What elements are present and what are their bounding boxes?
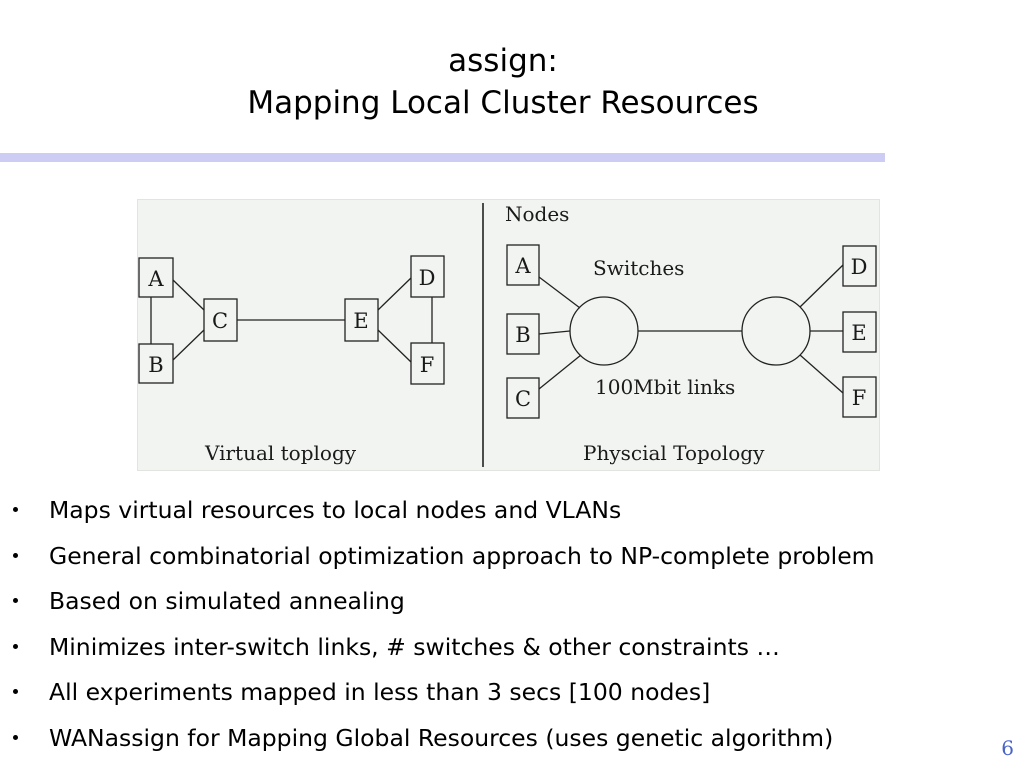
physical-switch-left bbox=[569, 296, 639, 366]
topology-svg: A B C D E F A B C D E F Nodes Switches 1… bbox=[138, 202, 877, 467]
bullet-text: All experiments mapped in less than 3 se… bbox=[49, 678, 711, 707]
physical-node-f-box bbox=[842, 376, 877, 418]
virtual-node-c-label: C bbox=[212, 309, 228, 333]
bullet-item: Minimizes inter-switch links, # switches… bbox=[0, 627, 1024, 673]
bullet-item: All experiments mapped in less than 3 se… bbox=[0, 672, 1024, 718]
physical-link-c-switch bbox=[538, 354, 582, 390]
virtual-link-e-d bbox=[377, 277, 412, 311]
physical-node-d-box bbox=[842, 245, 877, 287]
bullet-item: General combinatorial optimization appro… bbox=[0, 536, 1024, 582]
bullet-dot-icon bbox=[13, 598, 18, 604]
physical-node-c-label: C bbox=[515, 387, 531, 411]
bullet-dot-icon bbox=[13, 734, 18, 740]
page-number: 6 bbox=[1001, 736, 1014, 760]
bullet-dot-icon bbox=[13, 507, 18, 512]
physical-node-f-label: F bbox=[852, 386, 867, 410]
bullet-dot-icon bbox=[13, 552, 18, 558]
slide-title: assign: Mapping Local Cluster Resources bbox=[0, 40, 1006, 124]
physical-node-a-label: A bbox=[514, 254, 531, 278]
bullet-item: WANassign for Mapping Global Resources (… bbox=[0, 718, 1024, 764]
bullet-list: Maps virtual resources to local nodes an… bbox=[0, 490, 1024, 764]
physical-node-d-label: D bbox=[851, 255, 868, 279]
bullet-text: Minimizes inter-switch links, # switches… bbox=[49, 632, 780, 661]
physical-node-e-box bbox=[842, 311, 877, 353]
physical-switches-label: Switches bbox=[593, 256, 684, 280]
bullet-item: Maps virtual resources to local nodes an… bbox=[0, 490, 1024, 536]
virtual-node-a-label: A bbox=[147, 267, 164, 291]
topology-diagram: A B C D E F A B C D E F Nodes Switches 1… bbox=[137, 199, 880, 471]
virtual-node-a-box bbox=[138, 257, 174, 298]
bullet-dot-icon bbox=[13, 689, 18, 695]
virtual-topology-caption: Virtual toplogy bbox=[204, 441, 357, 465]
physical-nodes-header: Nodes bbox=[505, 202, 569, 226]
virtual-link-a-c bbox=[172, 279, 205, 311]
physical-topology-caption: Physcial Topology bbox=[583, 441, 765, 465]
physical-link-switch-f bbox=[799, 354, 844, 394]
virtual-node-f-label: F bbox=[420, 353, 435, 377]
virtual-node-e-label: E bbox=[353, 309, 368, 333]
virtual-link-b-c bbox=[172, 329, 205, 361]
physical-node-b-label: B bbox=[515, 323, 530, 347]
physical-node-a-box bbox=[506, 244, 540, 286]
slide-title-line2: Mapping Local Cluster Resources bbox=[247, 85, 759, 121]
virtual-node-b-box bbox=[138, 343, 174, 384]
physical-node-e-label: E bbox=[851, 321, 866, 345]
physical-link-a-switch bbox=[538, 276, 581, 309]
bullet-text: General combinatorial optimization appro… bbox=[49, 541, 875, 570]
virtual-node-f-box bbox=[410, 342, 445, 385]
physical-links-label: 100Mbit links bbox=[595, 375, 735, 399]
bullet-text: WANassign for Mapping Global Resources (… bbox=[49, 723, 834, 752]
bullet-dot-icon bbox=[13, 643, 18, 649]
virtual-link-e-f bbox=[377, 329, 412, 363]
physical-link-b-switch bbox=[538, 330, 571, 335]
virtual-node-d-label: D bbox=[419, 266, 436, 290]
physical-link-switch-d bbox=[799, 264, 844, 308]
title-divider bbox=[0, 153, 885, 162]
physical-switch-right bbox=[741, 296, 811, 366]
bullet-text: Maps virtual resources to local nodes an… bbox=[49, 496, 622, 524]
physical-node-c-box bbox=[506, 377, 540, 419]
virtual-node-d-box bbox=[410, 255, 445, 298]
bullet-item: Based on simulated annealing bbox=[0, 581, 1024, 627]
slide-title-line1: assign: bbox=[448, 43, 558, 79]
bullet-text: Based on simulated annealing bbox=[49, 587, 405, 616]
virtual-node-b-label: B bbox=[148, 353, 163, 377]
